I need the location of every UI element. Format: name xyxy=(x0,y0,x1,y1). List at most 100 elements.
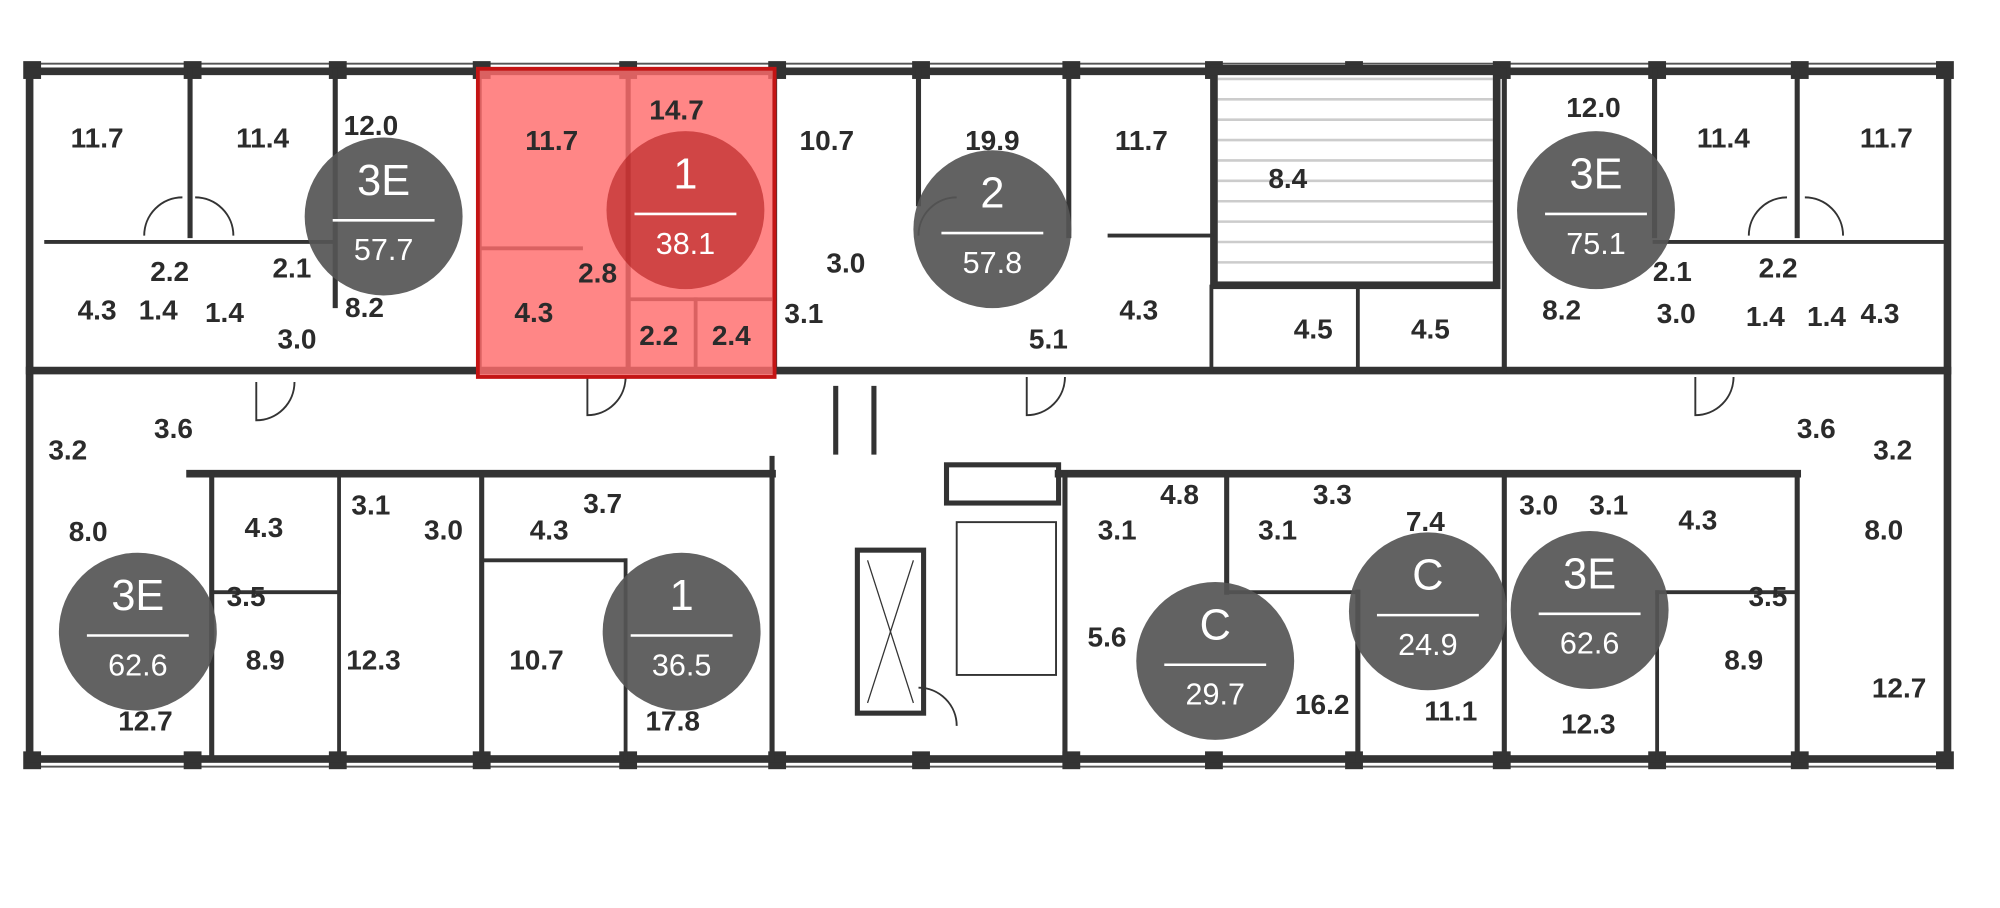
apartment-type: 1 xyxy=(673,150,697,198)
apartment-area: 29.7 xyxy=(1185,678,1244,712)
room-area-label: 8.9 xyxy=(246,645,285,676)
apartment-type: C xyxy=(1412,552,1443,600)
room-area-label: 11.7 xyxy=(1115,125,1168,156)
room-area-label: 5.6 xyxy=(1088,622,1127,653)
room-area-label: 11.1 xyxy=(1424,696,1477,727)
apartment-badge[interactable]: 138.1 xyxy=(606,131,765,290)
room-area-label: 12.7 xyxy=(1872,673,1927,704)
apartment-area: 24.9 xyxy=(1398,628,1457,662)
apartment-badge[interactable]: C 29.7 xyxy=(1136,581,1295,740)
apartment-type: 3E xyxy=(1563,550,1616,598)
apartment-badge[interactable]: 3E 62.6 xyxy=(58,552,217,711)
outer-wall xyxy=(25,67,1952,763)
room-area-label: 3.7 xyxy=(583,488,622,519)
apartment-badge[interactable]: 3E 75.1 xyxy=(1517,131,1675,290)
badge-circle xyxy=(606,131,765,290)
room-area-label: 2.2 xyxy=(1759,252,1798,283)
room-area-label: 11.7 xyxy=(71,122,124,153)
room-area-label: 4.3 xyxy=(1861,298,1900,329)
room-area-label: 8.9 xyxy=(1724,645,1763,676)
room-area-label: 3.0 xyxy=(1519,489,1558,520)
badge-circle xyxy=(304,137,463,296)
apartment-badge[interactable]: 136.5 xyxy=(602,552,761,711)
room-area-label: 16.2 xyxy=(1295,689,1349,720)
apartment-type: C xyxy=(1200,601,1231,649)
room-area-label: 2.8 xyxy=(578,257,617,288)
apartment-badges: 3E57.7138.1257.83E75.13E62.6136.5C29.7C2… xyxy=(58,131,1675,740)
apartment-area: 62.6 xyxy=(108,648,167,682)
apartment-badge[interactable]: 257.8 xyxy=(913,150,1072,309)
badge-circle xyxy=(1136,581,1295,740)
badge-circle xyxy=(58,552,217,711)
room-area-label: 12.0 xyxy=(1566,92,1621,123)
room-area-label: 3.1 xyxy=(784,298,823,329)
doors xyxy=(143,196,1845,726)
room-area-label: 3.1 xyxy=(351,489,390,520)
room-area-label: 1.4 xyxy=(1807,301,1846,332)
apartment-area: 57.7 xyxy=(354,233,413,267)
room-area-label: 8.2 xyxy=(1542,294,1581,325)
apartment-area: 38.1 xyxy=(656,227,715,261)
room-area-label: 3.3 xyxy=(1313,479,1352,510)
badge-circle xyxy=(1510,531,1669,689)
room-area-label: 1.4 xyxy=(139,294,178,325)
room-area-label: 4.3 xyxy=(1119,294,1158,325)
room-area-label: 8.2 xyxy=(345,292,384,323)
room-area-label: 3.5 xyxy=(1748,581,1787,612)
apartment-area: 57.8 xyxy=(963,246,1022,280)
apartment-area: 75.1 xyxy=(1566,227,1625,261)
room-area-label: 4.3 xyxy=(244,512,283,543)
room-area-label: 3.2 xyxy=(1873,434,1912,465)
room-area-label: 4.3 xyxy=(514,297,553,328)
room-area-label: 3.5 xyxy=(227,581,266,612)
badge-circle xyxy=(1517,131,1675,290)
room-area-label: 10.7 xyxy=(800,125,855,156)
room-area-label: 4.5 xyxy=(1294,314,1333,345)
room-area-label: 4.3 xyxy=(530,515,569,546)
room-area-label: 5.1 xyxy=(1029,324,1068,355)
room-area-label: 8.4 xyxy=(1268,163,1307,194)
room-area-label: 17.8 xyxy=(645,706,700,737)
room-area-label: 2.2 xyxy=(150,256,189,287)
room-area-label: 3.0 xyxy=(1657,298,1696,329)
room-area-label: 4.3 xyxy=(78,294,117,325)
room-area-label: 1.4 xyxy=(205,297,244,328)
room-area-label: 3.1 xyxy=(1098,515,1137,546)
apartment-type: 3E xyxy=(357,157,410,205)
room-area-label: 11.4 xyxy=(236,122,289,153)
room-area-label: 10.7 xyxy=(509,645,564,676)
room-area-label: 3.0 xyxy=(826,247,865,278)
room-area-label: 3.6 xyxy=(154,413,193,444)
room-area-label: 11.7 xyxy=(525,125,578,156)
room-area-label: 2.2 xyxy=(639,320,678,351)
room-area-label: 2.1 xyxy=(272,252,311,283)
apartment-type: 3E xyxy=(1570,150,1623,198)
room-area-label: 4.5 xyxy=(1411,314,1450,345)
apartment-area: 62.6 xyxy=(1560,627,1619,661)
badge-circle xyxy=(913,150,1072,309)
room-area-label: 12.3 xyxy=(1561,708,1615,739)
badge-circle xyxy=(1348,532,1507,691)
room-area-label: 1.4 xyxy=(1746,301,1785,332)
room-area-label: 3.6 xyxy=(1797,413,1836,444)
apartment-type: 3E xyxy=(111,572,164,620)
apartment-type: 2 xyxy=(980,170,1004,218)
apartment-badge[interactable]: 3E 62.6 xyxy=(1510,531,1669,689)
shaft-8-4 xyxy=(1210,64,1501,290)
room-area-label: 3.1 xyxy=(1589,489,1628,520)
apartment-type: 1 xyxy=(670,572,694,620)
room-area-label: 11.7 xyxy=(1860,122,1913,153)
room-area-label: 3.0 xyxy=(424,515,463,546)
apartment-area: 36.5 xyxy=(652,648,711,682)
room-area-label: 12.3 xyxy=(346,645,401,676)
room-area-label: 2.4 xyxy=(712,320,751,351)
room-area-label: 4.8 xyxy=(1160,479,1199,510)
apartment-badge[interactable]: C 24.9 xyxy=(1348,532,1507,691)
room-area-label: 8.0 xyxy=(1864,515,1903,546)
apartment-badge[interactable]: 3E 57.7 xyxy=(304,137,463,296)
room-area-label: 12.0 xyxy=(344,110,399,141)
room-area-label: 2.1 xyxy=(1653,256,1692,287)
room-area-label: 14.7 xyxy=(649,94,703,125)
